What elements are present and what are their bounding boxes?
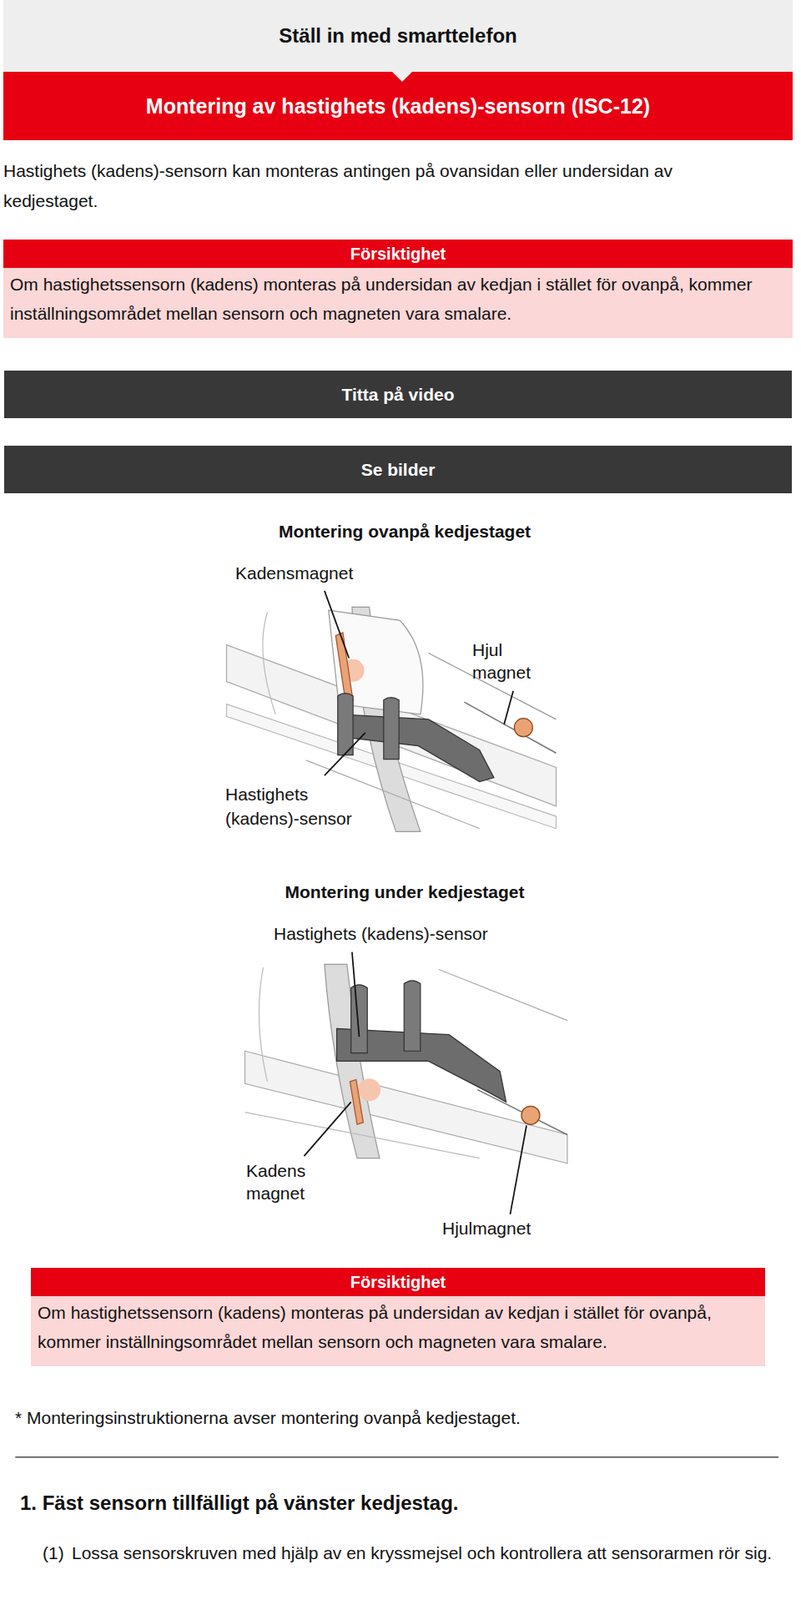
section-band: Montering av hastighets (kadens)-sensorn… [3, 71, 793, 141]
wheel-magnet-bottom [477, 1089, 568, 1135]
images-button: Se bilder [4, 445, 792, 494]
header-band: Ställ in med smarttelefon [3, 0, 793, 72]
frame-bottom [438, 968, 568, 1020]
frame-bottom [245, 963, 568, 1163]
part-label: Kadensmagnet [235, 561, 353, 585]
frame-bottom [258, 967, 267, 1082]
frame-top [262, 612, 276, 715]
cadence-magnet-top [335, 632, 364, 705]
substep-text: Lossa sensorskruven med hjälp av en krys… [71, 1536, 781, 1568]
part-label: Hastighets (kadens)-sensor [273, 921, 489, 946]
wheel-magnet-top [513, 718, 533, 737]
band-text: Titta på video [342, 382, 455, 406]
caution-box: FörsiktighetOm hastighetssensorn (kadens… [3, 239, 793, 338]
wheel-magnet-top [463, 701, 556, 753]
caution-text: Om hastighetssensorn (kadens) monteras p… [30, 1295, 766, 1360]
figure-heading: Montering ovanpå kedjestaget [278, 519, 531, 544]
leader-line [324, 590, 514, 776]
figure-heading: Montering under kedjestaget [284, 880, 524, 904]
wheel-magnet-top [463, 701, 556, 753]
band-text: Ställ in med smarttelefon [278, 22, 517, 49]
cadence-magnet-bottom [349, 1078, 381, 1124]
sensor-bottom [403, 980, 421, 1051]
leader-line [324, 590, 349, 659]
wheel-magnet-bottom [477, 1089, 568, 1135]
sensor-bottom [337, 980, 507, 1102]
caution-heading: Försiktighet [30, 1267, 766, 1296]
cadence-magnet-bottom [349, 1078, 363, 1124]
sensor-top [339, 714, 494, 782]
wheel-magnet-bottom [521, 1105, 540, 1124]
part-label: Kadens magnet [246, 1158, 318, 1205]
leader-line [303, 952, 527, 1215]
sensor-top [383, 697, 399, 760]
band-text: Montering av hastighets (kadens)-sensorn… [146, 92, 650, 121]
part-label: Hastighets (kadens)-sensor [225, 781, 363, 831]
leader-line [503, 690, 514, 725]
substep-number: (1) [42, 1536, 65, 1568]
sensor-bottom [351, 984, 368, 1053]
video-button: Titta på video [4, 370, 792, 419]
caution-heading: Försiktighet [3, 239, 793, 268]
cadence-magnet-bottom [357, 1078, 381, 1101]
caution-text: Om hastighetssensorn (kadens) monteras p… [3, 267, 793, 332]
sensor-top [337, 693, 353, 756]
intro-text: Hastighets (kadens)-sensorn kan monteras… [3, 156, 755, 217]
rule-line [15, 1455, 779, 1457]
leader-line [509, 1125, 527, 1215]
frame-bottom [245, 1050, 568, 1163]
leader-line [324, 732, 366, 776]
band-text: Se bilder [361, 458, 436, 481]
leader-line [303, 1101, 351, 1156]
part-label: Hjulmagnet [442, 1216, 531, 1240]
caution-box: FörsiktighetOm hastighetssensorn (kadens… [30, 1267, 766, 1366]
step-heading: 1. Fäst sensorn tillfälligt på vänster k… [20, 1488, 788, 1517]
part-label: Hjul magnet [472, 638, 544, 684]
leader-line [352, 952, 360, 1037]
note-text: * Monteringsinstruktionerna avser monter… [15, 1402, 783, 1433]
